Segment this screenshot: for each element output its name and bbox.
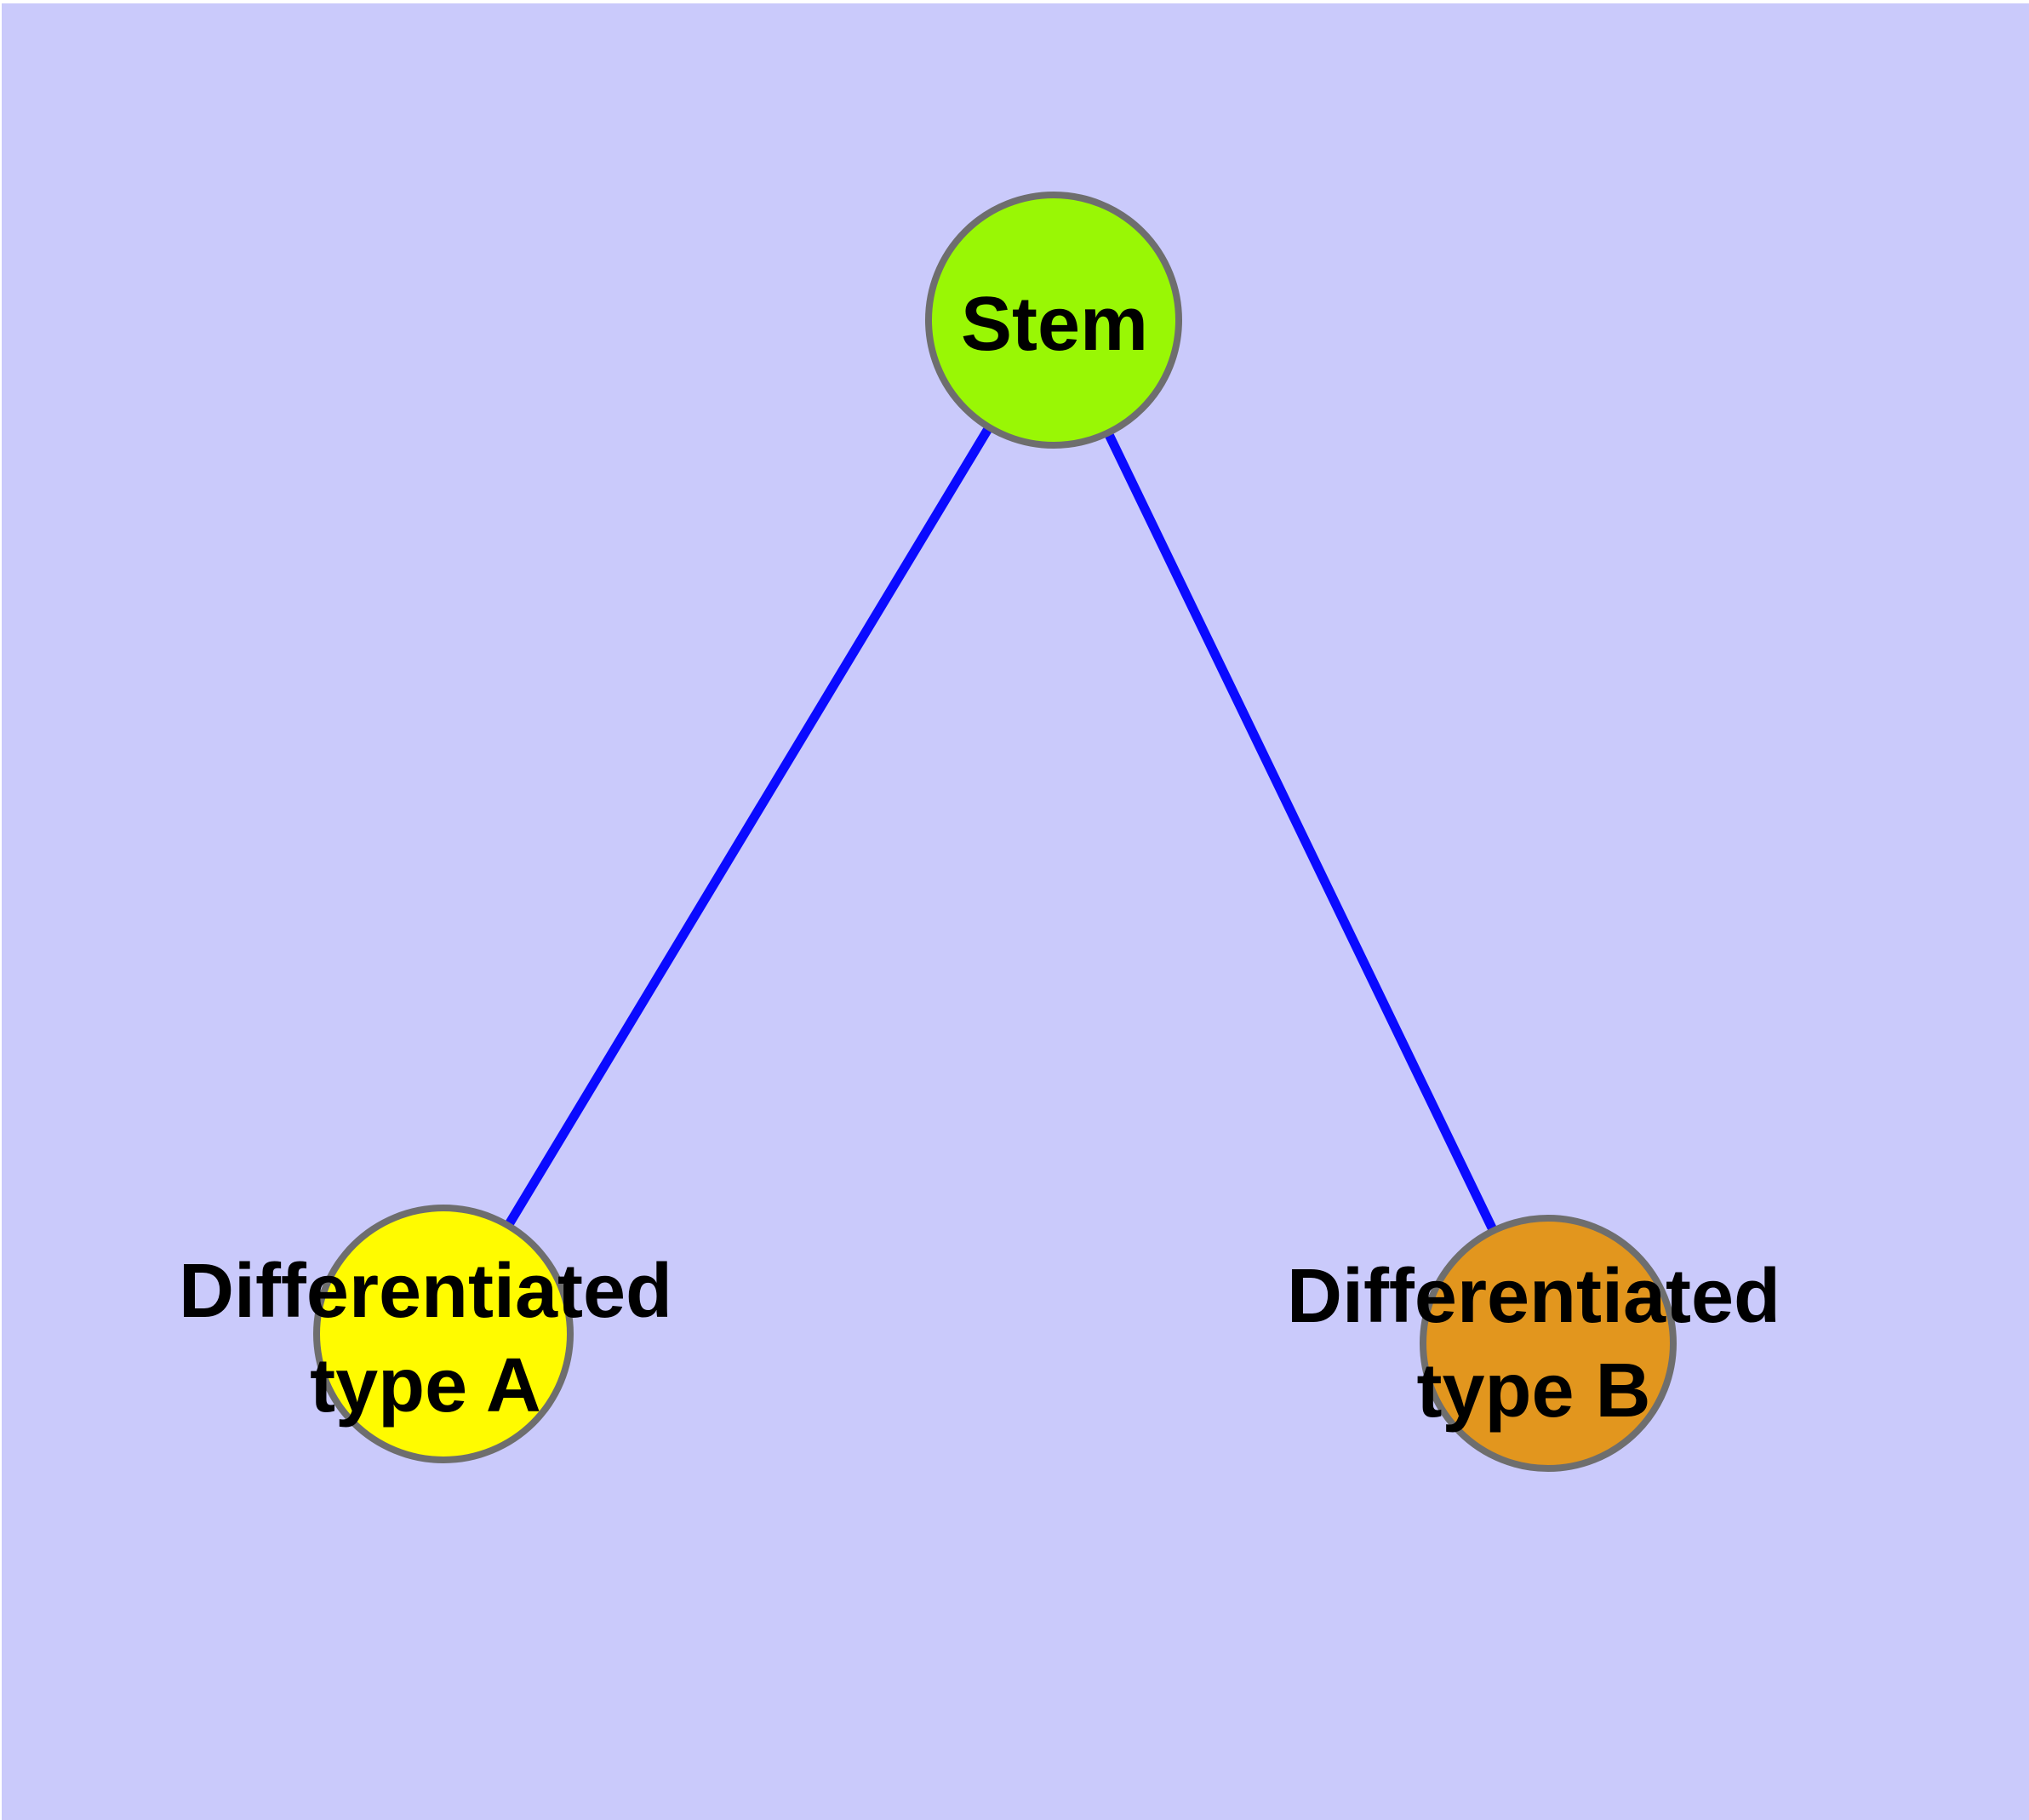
node-stem xyxy=(925,192,1182,449)
edge-stem-to-type-a xyxy=(439,318,1058,1336)
edges-layer xyxy=(439,318,1552,1345)
diagram-canvas: Stem Differentiated type A Differentiate… xyxy=(2,3,2029,1820)
node-differentiated-type-a xyxy=(313,1205,574,1463)
edge-stem-to-type-b xyxy=(1049,318,1552,1345)
node-label-stem: Stem xyxy=(960,282,1149,367)
node-label-differentiated-type-b: Differentiated type B xyxy=(1286,1254,1781,1434)
node-label-differentiated-type-a: Differentiated type A xyxy=(178,1249,673,1428)
node-differentiated-type-b xyxy=(1420,1215,1677,1472)
